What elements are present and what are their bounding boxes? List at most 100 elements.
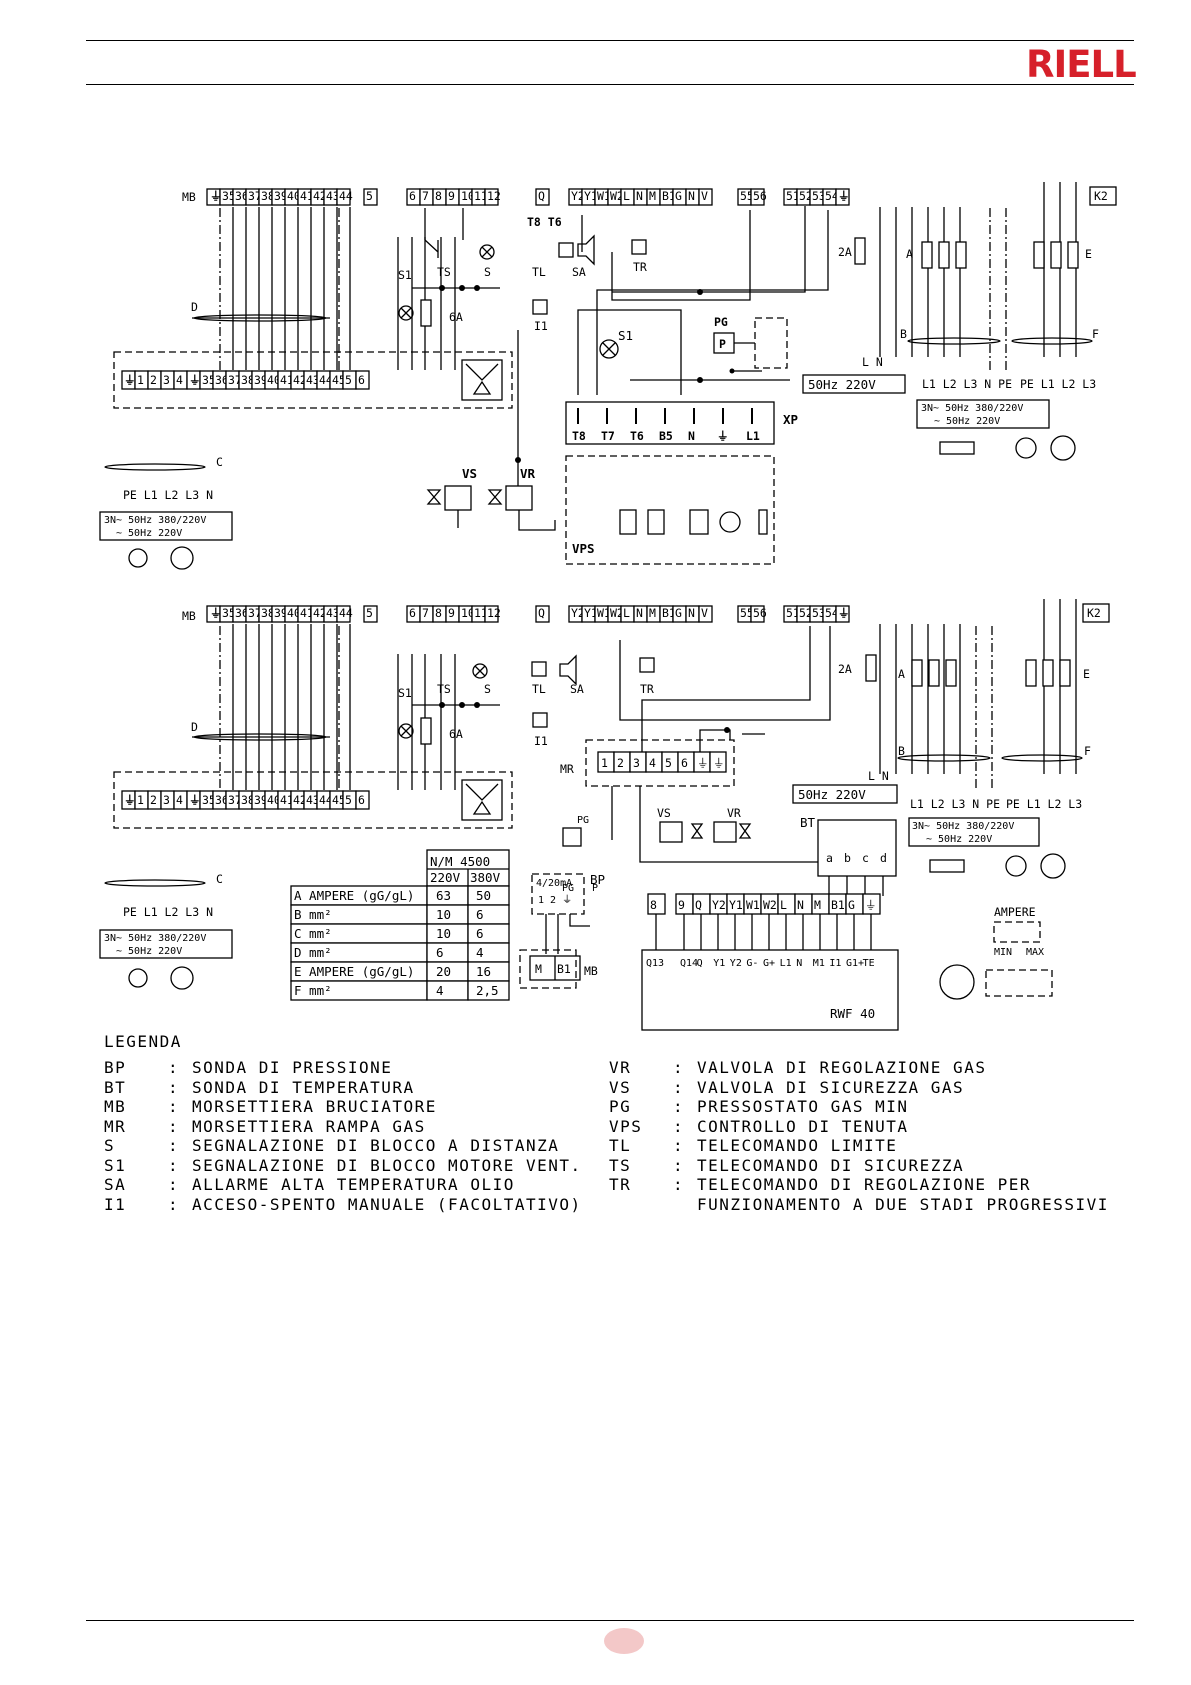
mr-terminal-1: 2 <box>617 756 624 770</box>
supply-3n-bottom-right-b: ~ 50Hz 220V <box>926 834 992 845</box>
fuse-2a-label: 2A <box>838 245 852 259</box>
s1-label-bottom: S1 <box>398 686 412 700</box>
legend-separator: : <box>673 1175 685 1194</box>
bottom-strip-top-16: 6 <box>358 373 365 387</box>
legend-separator: : <box>168 1077 180 1097</box>
legend-description: SEGNALAZIONE DI BLOCCO A DISTANZA <box>192 1136 560 1155</box>
k2-label-top: K2 <box>1094 189 1108 203</box>
pg-label-top: PG <box>714 315 728 329</box>
mr-terminal-3: 4 <box>649 756 656 770</box>
bottom-strip-top-0: 1 <box>137 373 144 387</box>
mb-strip-bottom-31: 56 <box>753 606 767 620</box>
legend-description: SEGNALAZIONE DI BLOCCO MOTORE VENT. <box>192 1155 582 1175</box>
mb-strip-bottom-12: 7 <box>422 606 429 620</box>
rwf-bottom-6: G+ <box>763 958 775 969</box>
p-label-bottom: P <box>592 883 598 894</box>
legend-description: TELECOMANDO DI REGOLAZIONE PER <box>697 1175 1031 1194</box>
spec-row-label-0: A AMPERE (gG/gL) <box>294 888 414 903</box>
rwf-top-11: G <box>848 898 855 912</box>
mb-strip-bottom-23: L <box>623 606 630 620</box>
rwf-top-9: M <box>814 898 821 912</box>
legend-description: CONTROLLO DI TENUTA <box>697 1116 909 1136</box>
mr-label: MR <box>560 762 574 776</box>
mb-strip-bottom-ground: ⏚ <box>210 606 222 620</box>
sa-label-bottom: SA <box>570 682 584 696</box>
supply-3n-bottom-b: ~ 50Hz 220V <box>116 946 182 957</box>
mb-label-bottom: MB <box>182 609 196 623</box>
s1-label-right: S1 <box>618 328 633 343</box>
bottom-strip-top-ground-2: ⏚ <box>189 373 201 387</box>
label-f-bottom: F <box>1084 744 1091 758</box>
label-a-bottom: A <box>898 667 905 681</box>
rwf-bottom-2: Q <box>697 958 703 969</box>
label-d-bottom: D <box>191 720 198 734</box>
legend-code: MB <box>104 1097 127 1116</box>
s1-label-left: S1 <box>398 268 412 282</box>
legend-code: VPS <box>609 1116 643 1136</box>
bp-box-label: 4/20mA <box>536 878 572 889</box>
legend-code: I1 <box>104 1194 127 1214</box>
legend-description: VALVOLA DI SICUREZZA GAS <box>697 1077 965 1097</box>
xp-terminal-0: T8 <box>572 429 586 443</box>
bottom-strip-top-ground: ⏚ <box>124 373 136 387</box>
vs-label-top: VS <box>462 466 477 481</box>
rwf-bottom-0: Q13 <box>646 958 664 969</box>
rwf-top-3: Y2 <box>712 898 726 912</box>
mr-terminal-2: 3 <box>633 756 640 770</box>
supply-3n-top-b: ~ 50Hz 220V <box>116 528 182 539</box>
spec-row-label-4: E AMPERE (gG/gL) <box>294 964 414 979</box>
legend-code: BP <box>104 1058 127 1077</box>
legend-code: S1 <box>104 1155 127 1175</box>
ampere-label: AMPERE <box>994 905 1036 919</box>
mb-strip-top-13: 8 <box>435 189 442 203</box>
rwf-top-0: 8 <box>650 898 657 912</box>
legend-separator: : <box>673 1077 685 1097</box>
spec-row-label-2: C mm² <box>294 926 332 941</box>
spec-header-380: 380V <box>470 870 501 885</box>
mb-strip-top-11: 6 <box>409 189 416 203</box>
mb-strip-bottom-18: Q <box>538 606 545 620</box>
spec-row-220-2: 10 <box>436 926 451 941</box>
spec-row-220-4: 20 <box>436 964 451 979</box>
legend-separator: : <box>673 1155 685 1175</box>
spec-row-label-1: B mm² <box>294 907 332 922</box>
phase-label-top-2: PE L1 L2 L3 <box>1020 377 1096 391</box>
rwf-top-4: Y1 <box>729 898 743 912</box>
legend-separator: : <box>168 1116 180 1136</box>
mb-strip-bottom-9: 44 <box>339 606 353 620</box>
spec-row-380-0: 50 <box>476 888 491 903</box>
label-c-top: C <box>216 455 223 469</box>
legend-separator: : <box>168 1175 180 1194</box>
footer-rule <box>86 1620 1134 1621</box>
spec-row-220-1: 10 <box>436 907 451 922</box>
rwf-top-10: B1 <box>831 898 845 912</box>
i1-label: I1 <box>534 319 548 333</box>
header-rule-bottom <box>86 84 1134 85</box>
mb-strip-bottom-10: 5 <box>366 606 373 620</box>
page-number-badge <box>604 1628 644 1654</box>
legend-description: TELECOMANDO DI SICUREZZA <box>697 1155 965 1175</box>
mb-strip-bottom-14: 9 <box>448 606 455 620</box>
spec-row-380-5: 2,5 <box>476 983 499 998</box>
xp-terminal-5: ⏚ <box>717 429 729 443</box>
vs-label-bottom: VS <box>657 806 671 820</box>
pe-l-label-top: PE L1 L2 L3 N <box>123 488 213 502</box>
label-f-top: F <box>1092 327 1099 341</box>
legend-code: PG <box>609 1097 632 1116</box>
legend-code: S <box>104 1136 116 1155</box>
legend-code: VR <box>609 1058 632 1077</box>
legend-separator: : <box>673 1116 685 1136</box>
legend-separator: : <box>168 1194 180 1214</box>
mr-terminal-6: ⏚ <box>697 756 709 770</box>
mb-strip-top-ground-end: ⏚ <box>838 189 850 203</box>
rwf-bottom-1: Q14 <box>680 958 698 969</box>
tr-label: TR <box>633 260 647 274</box>
mr-terminal-5: 6 <box>681 756 688 770</box>
mb-strip-bottom-28: N <box>688 606 695 620</box>
rwf-bottom-9: M1 <box>813 958 825 969</box>
